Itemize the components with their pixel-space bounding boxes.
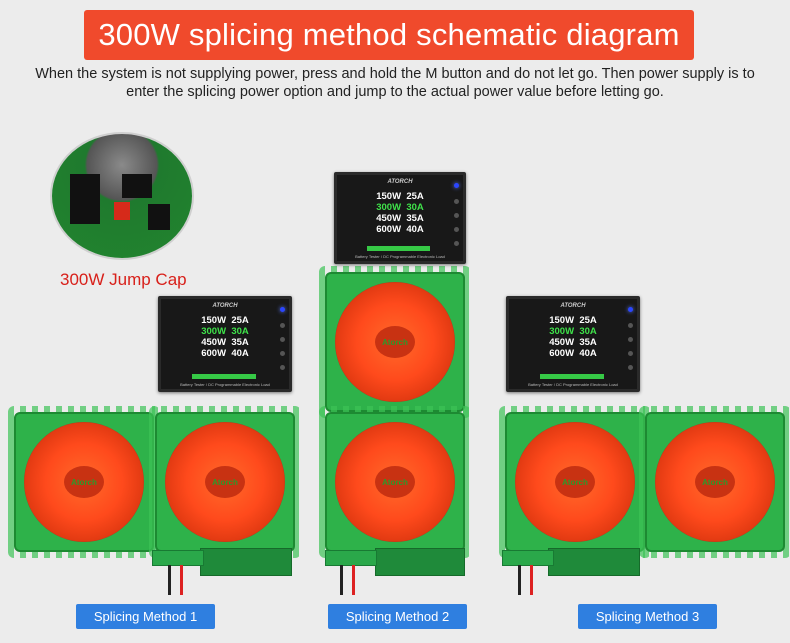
meter-footer: Battery Tester / DC Programmable Electro… — [337, 254, 463, 259]
meter-row-highlight: 300W 30A — [549, 326, 597, 337]
splicing-method-3-button[interactable]: Splicing Method 3 — [578, 604, 717, 629]
meter-button — [280, 365, 285, 370]
fan-logo: Atorch — [695, 466, 735, 498]
meter-row: 150W 25A — [201, 315, 249, 326]
terminal-block — [502, 550, 554, 566]
load-board: Atorch — [14, 412, 154, 552]
title: 300W splicing method schematic diagram — [98, 17, 679, 53]
chip-graphic — [70, 174, 100, 224]
fan-logo: Atorch — [205, 466, 245, 498]
wire — [340, 565, 343, 595]
wire — [180, 565, 183, 595]
meter-button — [454, 241, 459, 246]
meter-brand: ATORCH — [161, 303, 289, 309]
control-module — [548, 548, 640, 576]
fan-logo: Atorch — [375, 326, 415, 358]
wire — [530, 565, 533, 595]
meter-button — [454, 199, 459, 204]
load-board: Atorch — [155, 412, 295, 552]
meter-button — [628, 351, 633, 356]
meter-brand: ATORCH — [337, 179, 463, 185]
control-module — [375, 548, 465, 576]
meter-bar — [192, 374, 256, 379]
load-board: Atorch — [505, 412, 645, 552]
meter-button — [280, 337, 285, 342]
control-module — [200, 548, 292, 576]
meter-row: 150W 25A — [549, 315, 597, 326]
wire — [168, 565, 171, 595]
fan-logo: Atorch — [555, 466, 595, 498]
terminal-block — [325, 550, 377, 566]
meter-display: ATORCH 150W 25A 300W 30A 450W 35A 600W 4… — [506, 296, 640, 392]
splicing-method-1-button[interactable]: Splicing Method 1 — [76, 604, 215, 629]
meter-button — [454, 213, 459, 218]
meter-bar — [540, 374, 604, 379]
chip-graphic — [148, 204, 170, 230]
wire — [518, 565, 521, 595]
meter-footer: Battery Tester / DC Programmable Electro… — [161, 382, 289, 387]
meter-button — [628, 365, 633, 370]
meter-footer: Battery Tester / DC Programmable Electro… — [509, 382, 637, 387]
description: When the system is not supplying power, … — [20, 65, 770, 101]
splicing-method-2-button[interactable]: Splicing Method 2 — [328, 604, 467, 629]
led-icon — [280, 307, 285, 312]
meter-button — [454, 227, 459, 232]
meter-row-highlight: 300W 30A — [376, 202, 424, 213]
wire — [352, 565, 355, 595]
meter-button — [280, 351, 285, 356]
led-icon — [454, 183, 459, 188]
meter-brand: ATORCH — [509, 303, 637, 309]
jump-cap-label: 300W Jump Cap — [60, 270, 187, 290]
title-banner: 300W splicing method schematic diagram — [84, 10, 694, 60]
meter-row: 600W 40A — [549, 348, 597, 359]
jump-cap-graphic — [114, 202, 130, 220]
meter-display: ATORCH 150W 25A 300W 30A 450W 35A 600W 4… — [158, 296, 292, 392]
terminal-block — [152, 550, 204, 566]
meter-row: 450W 35A — [201, 337, 249, 348]
load-board: Atorch — [325, 272, 465, 412]
meter-bar — [367, 246, 430, 251]
fan-logo: Atorch — [375, 466, 415, 498]
chip-graphic — [122, 174, 152, 198]
meter-row: 150W 25A — [376, 191, 424, 202]
meter-row: 600W 40A — [376, 224, 424, 235]
led-icon — [628, 307, 633, 312]
meter-button — [628, 337, 633, 342]
meter-button — [280, 323, 285, 328]
meter-display: ATORCH 150W 25A 300W 30A 450W 35A 600W 4… — [334, 172, 466, 264]
jump-cap-closeup-image — [52, 134, 192, 258]
meter-row: 450W 35A — [549, 337, 597, 348]
meter-row: 450W 35A — [376, 213, 424, 224]
fan-logo: Atorch — [64, 466, 104, 498]
meter-row-highlight: 300W 30A — [201, 326, 249, 337]
load-board: Atorch — [325, 412, 465, 552]
load-board: Atorch — [645, 412, 785, 552]
meter-button — [628, 323, 633, 328]
meter-row: 600W 40A — [201, 348, 249, 359]
